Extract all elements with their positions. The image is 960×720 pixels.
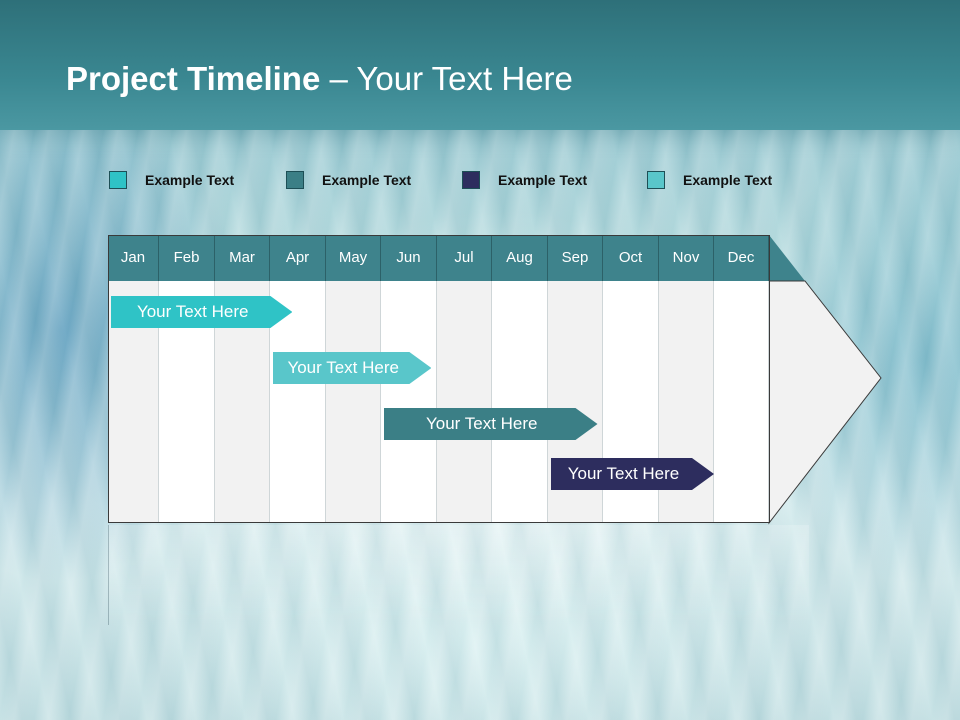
month-column-jun [381, 281, 437, 522]
month-column-dec [714, 281, 769, 522]
legend-label-2: Example Text [322, 172, 412, 188]
month-header-feb: Feb [159, 235, 215, 281]
arrow-head-header [769, 235, 805, 281]
month-header-jan: Jan [108, 235, 159, 281]
month-header-may: May [326, 235, 381, 281]
task-bar-label-3: Your Text Here [425, 414, 538, 433]
task-bar-1[interactable]: Your Text Here [111, 296, 292, 328]
task-bar-label-1: Your Text Here [136, 302, 249, 321]
task-bar-label-2: Your Text Here [287, 358, 399, 377]
month-column-may [326, 281, 381, 522]
month-header-oct: Oct [603, 235, 659, 281]
month-column-jul [437, 281, 492, 522]
month-header-mar: Mar [215, 235, 270, 281]
task-bar-4[interactable]: Your Text Here [551, 458, 714, 490]
title-band [0, 0, 960, 130]
legend-label-3: Example Text [498, 172, 588, 188]
arrow-head-body [768, 280, 882, 525]
title-subtitle: – Your Text Here [320, 60, 573, 97]
month-header-sep: Sep [548, 235, 603, 281]
legend-label-1: Example Text [145, 172, 235, 188]
legend-swatch-4 [647, 171, 665, 189]
timeline-arrow-head [768, 235, 882, 525]
task-bar-2[interactable]: Your Text Here [273, 352, 431, 384]
legend-label-4: Example Text [683, 172, 773, 188]
month-column-aug [492, 281, 548, 522]
legend-swatch-2 [286, 171, 304, 189]
title-bold: Project Timeline [66, 60, 321, 97]
month-header-nov: Nov [659, 235, 714, 281]
month-header-apr: Apr [270, 235, 326, 281]
month-header-jul: Jul [437, 235, 492, 281]
task-bar-label-4: Your Text Here [567, 464, 680, 483]
timeline-reflection [108, 525, 809, 625]
legend-swatch-3 [462, 171, 480, 189]
month-header-jun: Jun [381, 235, 437, 281]
month-header-dec: Dec [714, 235, 769, 281]
slide-title[interactable]: Project Timeline – Your Text Here [66, 60, 573, 98]
task-bar-3[interactable]: Your Text Here [384, 408, 598, 440]
legend-swatch-1 [109, 171, 127, 189]
month-header-aug: Aug [492, 235, 548, 281]
